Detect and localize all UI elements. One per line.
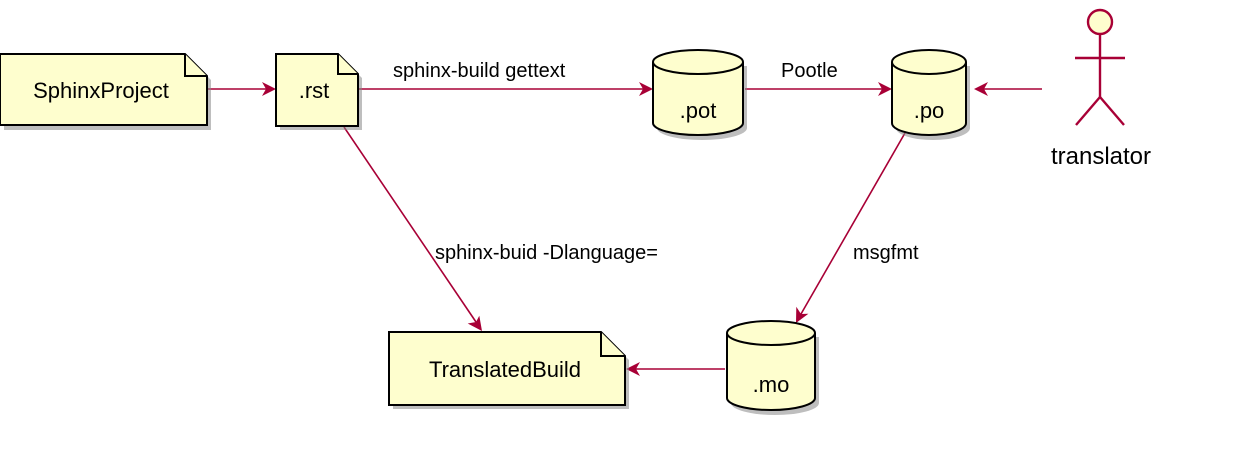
- nodes: SphinxProject .rst .pot .po: [0, 8, 1151, 415]
- actor-head: [1086, 8, 1114, 36]
- node-rst: .rst: [275, 53, 362, 130]
- node-label-rst: .rst: [299, 78, 330, 103]
- node-label-pot: .pot: [680, 98, 717, 123]
- edge-translator-to-po: [974, 82, 1042, 96]
- node-label-translatedbuild: TranslatedBuild: [429, 357, 581, 382]
- node-pot: .pot: [652, 49, 747, 140]
- node-label-mo: .mo: [753, 372, 790, 397]
- actor-left-leg: [1075, 96, 1101, 126]
- edge-pot-to-po: Pootle: [745, 60, 892, 96]
- edge-label-rst-to-pot: sphinx-build gettext: [393, 60, 566, 82]
- actor-right-leg: [1099, 96, 1125, 126]
- edge-rst-to-pot: sphinx-build gettext: [357, 60, 653, 96]
- node-translator: translator: [1051, 8, 1151, 170]
- edge-po-to-mo: msgfmt: [796, 132, 919, 323]
- node-label-translator: translator: [1051, 143, 1151, 170]
- edge-label-po-to-mo: msgfmt: [853, 242, 919, 264]
- node-label-po: .po: [914, 98, 945, 123]
- edges: sphinx-build gettext Pootle sphinx-buid …: [207, 60, 1042, 376]
- edge-project-to-rst: [207, 82, 276, 96]
- edge-rst-to-translatedbuild: sphinx-buid -Dlanguage=: [343, 126, 658, 331]
- node-po: .po: [891, 49, 970, 140]
- node-mo: .mo: [726, 320, 819, 415]
- edge-label-pot-to-po: Pootle: [781, 60, 838, 82]
- node-label-sphinxproject: SphinxProject: [33, 78, 169, 103]
- node-translatedbuild: TranslatedBuild: [388, 331, 629, 409]
- edge-mo-to-translatedbuild: [626, 362, 725, 376]
- edge-label-rst-to-translatedbuild: sphinx-buid -Dlanguage=: [435, 242, 658, 264]
- node-sphinxproject: SphinxProject: [0, 53, 211, 130]
